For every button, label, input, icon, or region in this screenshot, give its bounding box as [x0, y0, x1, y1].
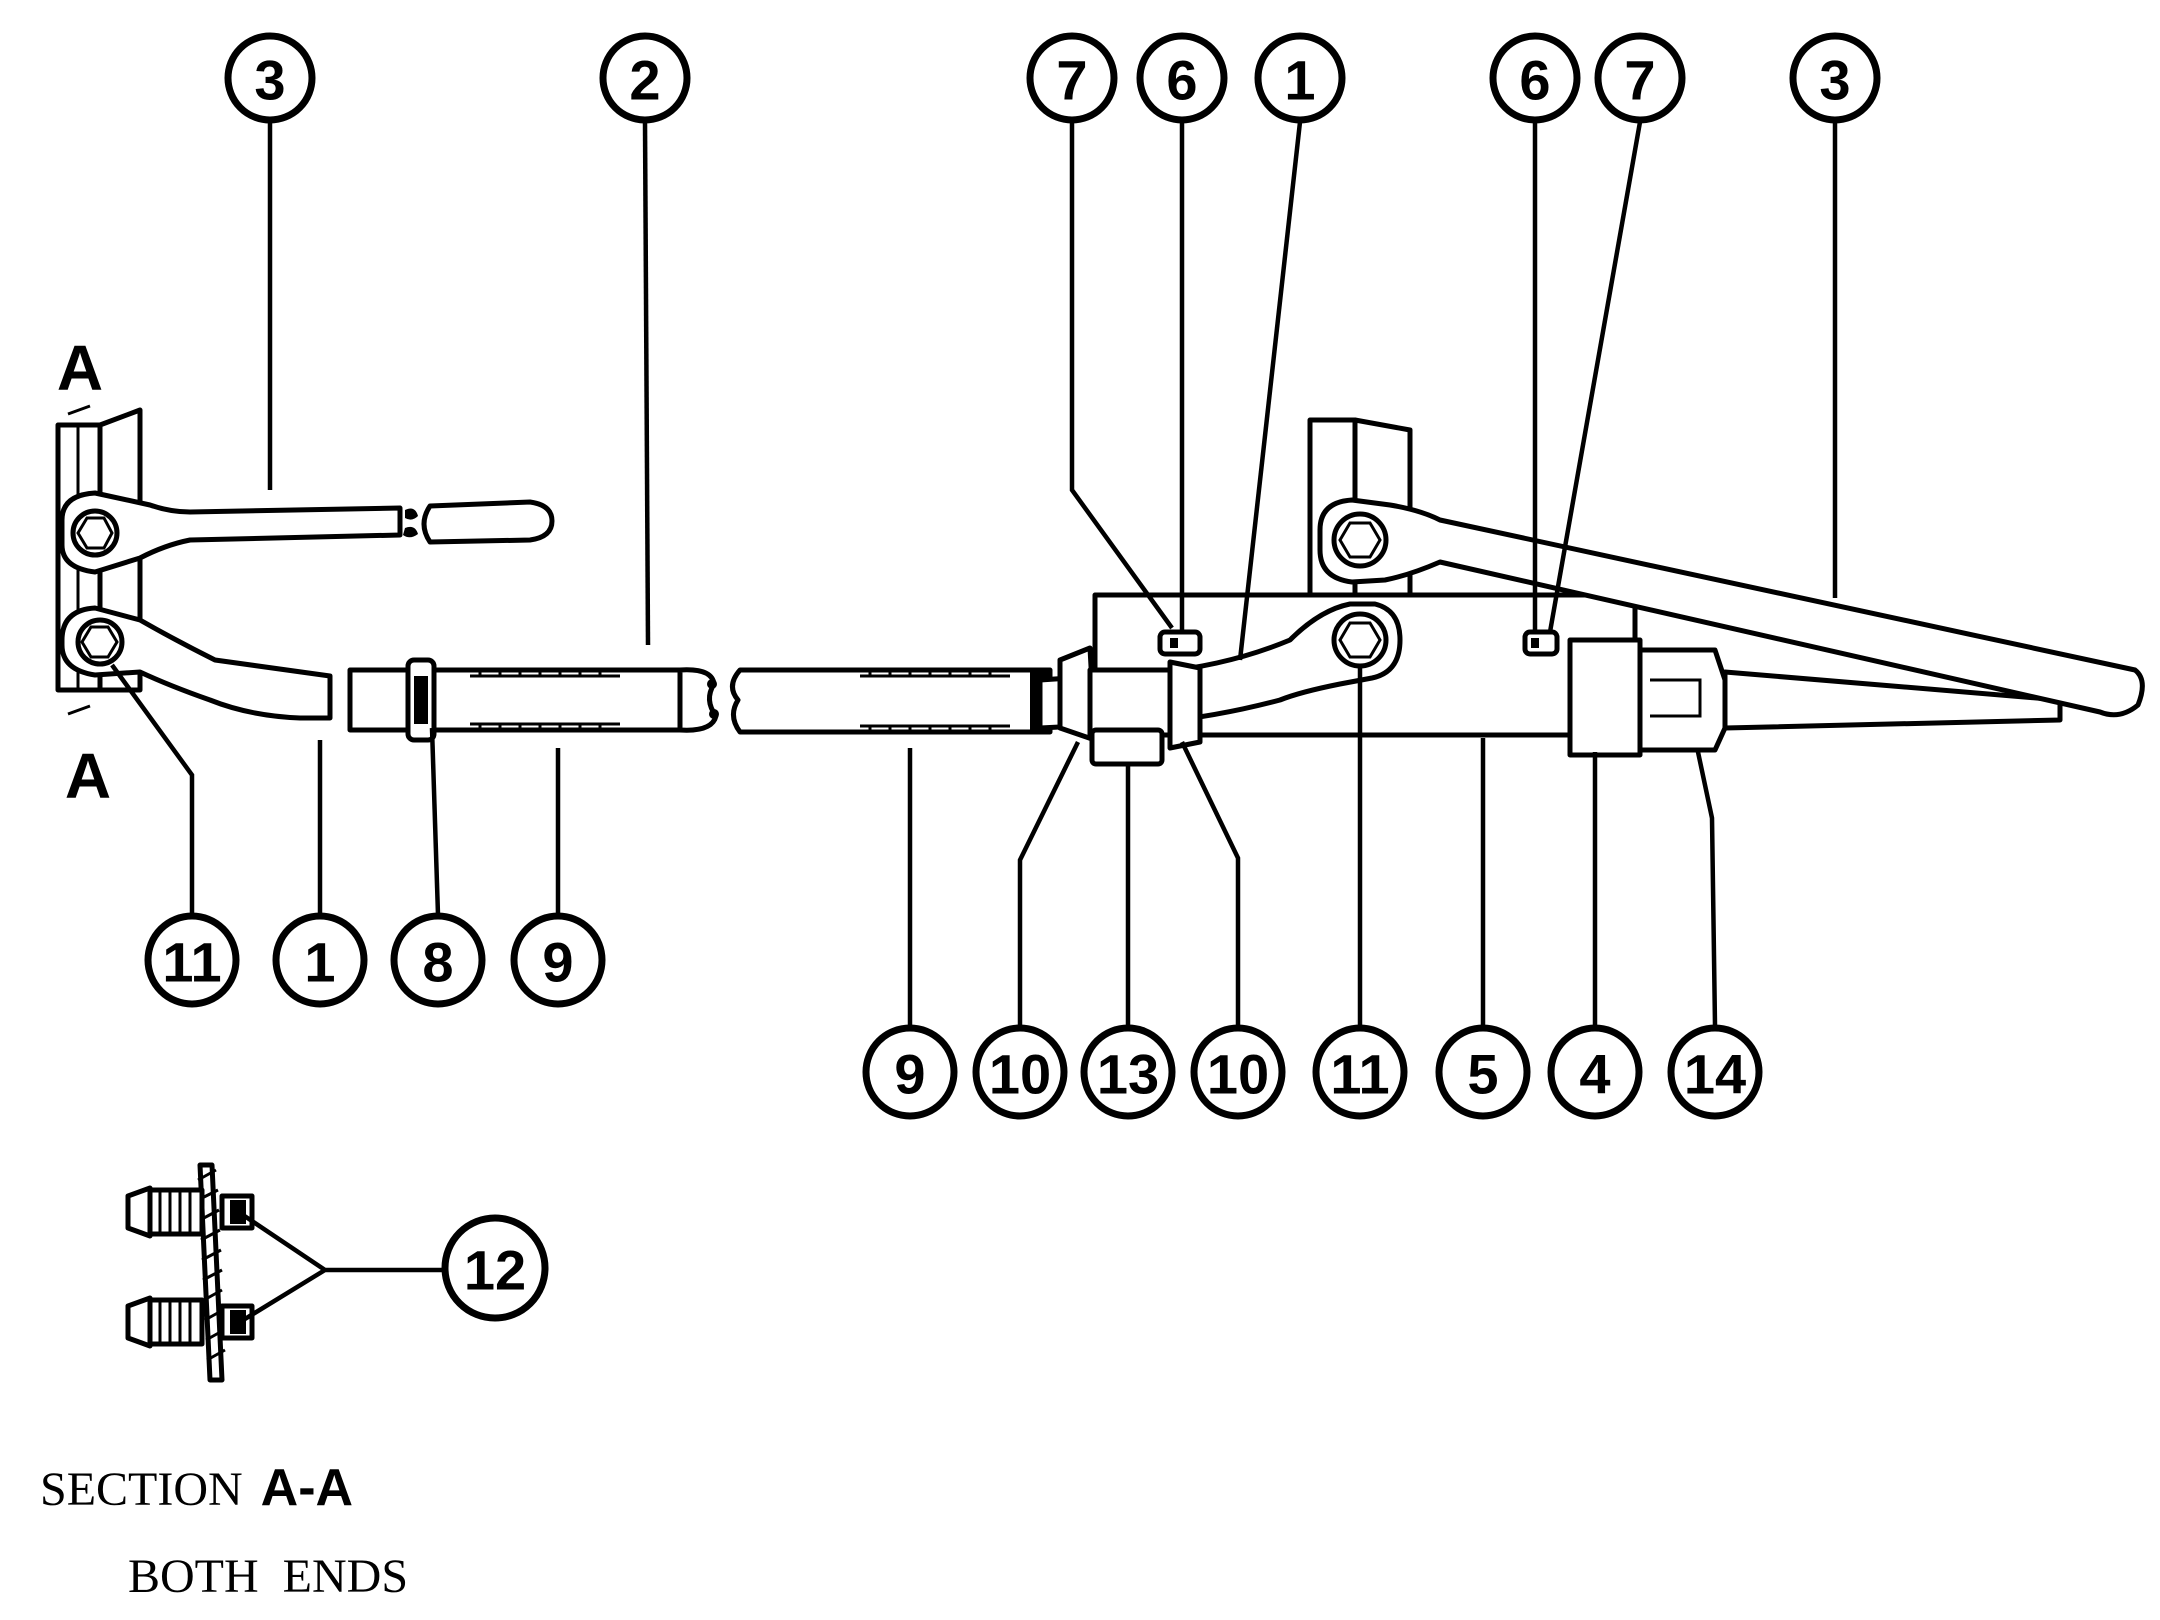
svg-text:9: 9: [894, 1043, 925, 1106]
right-upper-arm: [1317, 497, 2145, 718]
callout-7-right: 7: [1594, 32, 1686, 124]
svg-text:1: 1: [304, 931, 335, 994]
svg-text:2: 2: [629, 49, 660, 112]
callout-13: 13: [1080, 1024, 1176, 1120]
callout-1-bottom: 1: [272, 912, 368, 1008]
svg-text:7: 7: [1624, 49, 1655, 112]
left-lower-arm: [59, 605, 333, 721]
svg-text:8: 8: [422, 931, 453, 994]
callout-11-left: 11: [144, 912, 240, 1008]
both-ends-caption: BOTH ENDS: [128, 1550, 408, 1603]
callout-6-right: 6: [1489, 32, 1581, 124]
callout-12: 12: [441, 1214, 549, 1322]
center-tube: [730, 667, 1053, 735]
svg-text:3: 3: [1819, 49, 1850, 112]
section-id: A-A: [261, 1459, 353, 1517]
left-upper-arm: [59, 490, 555, 575]
section-marker-bottom: A: [65, 740, 111, 812]
section-caption: SECTION A-A: [40, 1459, 353, 1517]
callout-2: 2: [599, 32, 691, 124]
svg-text:11: 11: [1330, 1043, 1389, 1106]
callout-1-top: 1: [1254, 32, 1346, 124]
svg-text:4: 4: [1579, 1043, 1610, 1106]
svg-text:5: 5: [1467, 1043, 1498, 1106]
right-lower-arm: [1037, 601, 1560, 767]
callout-11-right: 11: [1312, 1024, 1408, 1120]
svg-text:1: 1: [1284, 49, 1315, 112]
svg-text:6: 6: [1166, 49, 1197, 112]
callout-10-a: 10: [972, 1024, 1068, 1120]
callout-3-right: 3: [1789, 32, 1881, 124]
section-arrows: [67, 404, 91, 716]
callout-9-right: 9: [862, 1024, 958, 1120]
callout-7-center: 7: [1026, 32, 1118, 124]
section-aa-detail: [125, 1162, 255, 1383]
svg-text:10: 10: [1207, 1043, 1269, 1106]
svg-text:11: 11: [162, 931, 221, 994]
callout-3-left: 3: [224, 32, 316, 124]
callout-5: 5: [1435, 1024, 1531, 1120]
svg-text:14: 14: [1684, 1043, 1746, 1106]
callout-8: 8: [390, 912, 486, 1008]
leader-lines: [110, 121, 1838, 1324]
section-word: SECTION: [40, 1463, 243, 1516]
section-marker-top: A: [57, 332, 103, 404]
svg-text:9: 9: [542, 931, 573, 994]
svg-text:3: 3: [254, 49, 285, 112]
callout-10-b: 10: [1190, 1024, 1286, 1120]
left-tube: [347, 657, 719, 743]
callout-9-left: 9: [510, 912, 606, 1008]
svg-text:6: 6: [1519, 49, 1550, 112]
svg-text:10: 10: [989, 1043, 1051, 1106]
svg-text:12: 12: [464, 1239, 526, 1302]
svg-text:13: 13: [1097, 1043, 1159, 1106]
callout-4: 4: [1547, 1024, 1643, 1120]
callout-6-center: 6: [1136, 32, 1228, 124]
callout-14: 14: [1667, 1024, 1763, 1120]
svg-text:7: 7: [1056, 49, 1087, 112]
